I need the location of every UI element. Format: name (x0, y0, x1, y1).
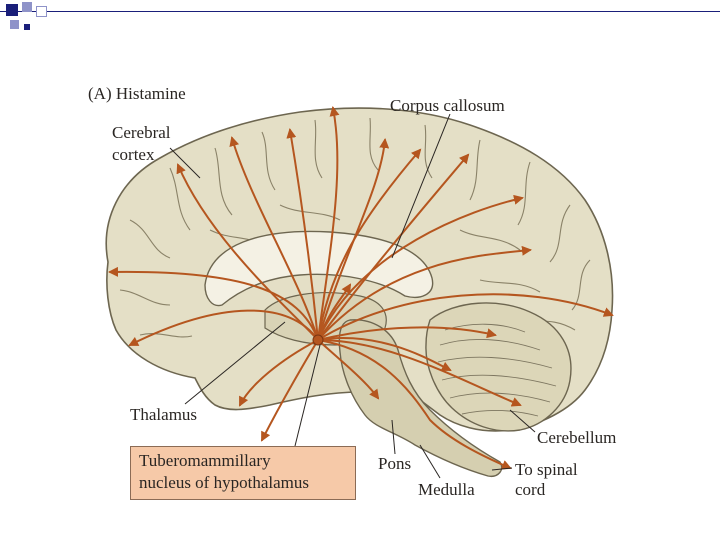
corner-square (36, 6, 47, 17)
tuberomammillary-nucleus-dot (312, 334, 324, 346)
leader-lines (169, 113, 536, 479)
label-cerebral-cortex-line1: Cerebral (112, 123, 171, 142)
label-thalamus: Thalamus (130, 405, 197, 424)
corpus-callosum-shape (204, 230, 434, 307)
brainstem-shape (338, 319, 503, 477)
label-pons: Pons (378, 454, 411, 473)
callout-line-1: Tuberomammillary (139, 451, 271, 470)
label-cerebellum: Cerebellum (537, 428, 616, 447)
histamine-pathways (108, 106, 614, 470)
slide-top-rule (0, 11, 720, 12)
label-corpus-callosum: Corpus callosum (390, 96, 505, 115)
label-spinal-cord-line1: To spinal (515, 460, 578, 479)
callout-line-2: nucleus of hypothalamus (139, 473, 309, 492)
corner-square (24, 24, 30, 30)
panel-title: (A) Histamine (88, 84, 186, 103)
label-cerebral-cortex-line2: cortex (112, 145, 155, 164)
corner-square (22, 2, 32, 12)
corner-square (10, 20, 19, 29)
corner-square (6, 4, 18, 16)
label-spinal-cord-line2: cord (515, 480, 546, 499)
cerebellum-shape (425, 302, 572, 432)
label-medulla: Medulla (418, 480, 475, 499)
tuberomammillary-nucleus-callout: Tuberomammillary nucleus of hypothalamus (130, 446, 356, 500)
cerebellum-folia (437, 323, 557, 417)
